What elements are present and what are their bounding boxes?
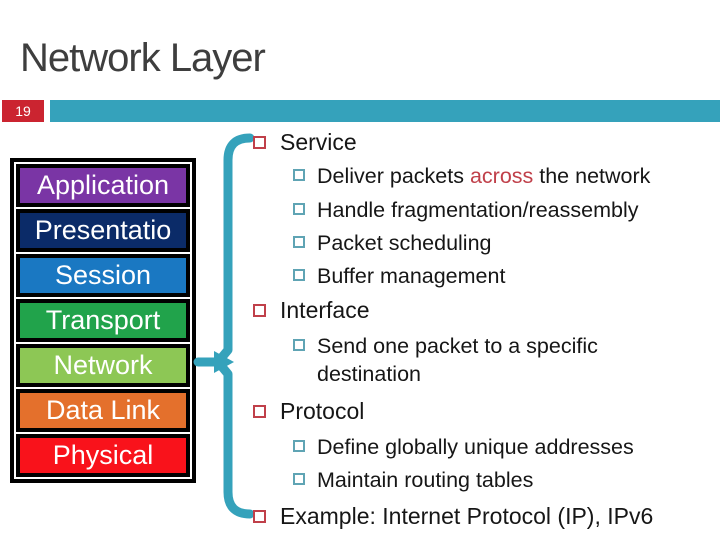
- layer-data-link: Data Link: [16, 389, 190, 432]
- section-title: Interface: [280, 297, 370, 323]
- accent-bar: [50, 100, 720, 122]
- section-title: Service: [280, 129, 357, 155]
- curly-brace-icon: [193, 133, 255, 519]
- bullet-text: Packet scheduling: [317, 231, 492, 255]
- bullet-item-buffer-management: Buffer management: [293, 262, 505, 290]
- bullet-item-service: Service: [253, 128, 357, 157]
- square-bullet-icon: [293, 269, 305, 281]
- layer-transport: Transport: [16, 299, 190, 342]
- bullet-item-send-packet: Send one packet to a specific destinatio…: [293, 332, 662, 388]
- section-title: Example: Internet Protocol (IP), IPv6: [280, 503, 654, 529]
- square-bullet-icon: [293, 440, 305, 452]
- square-bullet-icon: [253, 304, 266, 317]
- square-bullet-icon: [253, 405, 266, 418]
- square-bullet-icon: [253, 510, 266, 523]
- bullet-text: Deliver packets across the network: [317, 164, 651, 188]
- layer-application: Application: [16, 164, 190, 207]
- bullet-text: Send one packet to a specific destinatio…: [317, 334, 598, 386]
- slide-title: Network Layer: [20, 36, 266, 80]
- bullet-item-packet-scheduling: Packet scheduling: [293, 229, 492, 257]
- bullet-item-example: Example: Internet Protocol (IP), IPv6: [253, 502, 653, 531]
- bullet-text: Handle fragmentation/reassembly: [317, 198, 639, 222]
- bullet-text: Maintain routing tables: [317, 468, 534, 492]
- layer-presentation: Presentatio: [16, 209, 190, 252]
- layer-network: Network: [16, 344, 190, 387]
- square-bullet-icon: [293, 203, 305, 215]
- bullet-item-protocol: Protocol: [253, 397, 364, 426]
- square-bullet-icon: [293, 339, 305, 351]
- bullet-item-define-addresses: Define globally unique addresses: [293, 433, 634, 461]
- square-bullet-icon: [253, 136, 266, 149]
- bullet-item-deliver: Deliver packets across the network: [293, 162, 650, 190]
- bullet-item-interface: Interface: [253, 296, 370, 325]
- square-bullet-icon: [293, 236, 305, 248]
- bullet-text: Buffer management: [317, 264, 506, 288]
- bullet-item-handle: Handle fragmentation/reassembly: [293, 196, 638, 224]
- layer-physical: Physical: [16, 434, 190, 477]
- bullet-text: Define globally unique addresses: [317, 435, 634, 459]
- highlighted-word: across: [469, 164, 534, 188]
- bullet-item-routing-tables: Maintain routing tables: [293, 466, 533, 494]
- osi-stack: Application Presentatio Session Transpor…: [10, 158, 196, 483]
- square-bullet-icon: [293, 169, 305, 181]
- layer-session: Session: [16, 254, 190, 297]
- page-number-badge: 19: [2, 100, 44, 122]
- square-bullet-icon: [293, 473, 305, 485]
- section-title: Protocol: [280, 398, 365, 424]
